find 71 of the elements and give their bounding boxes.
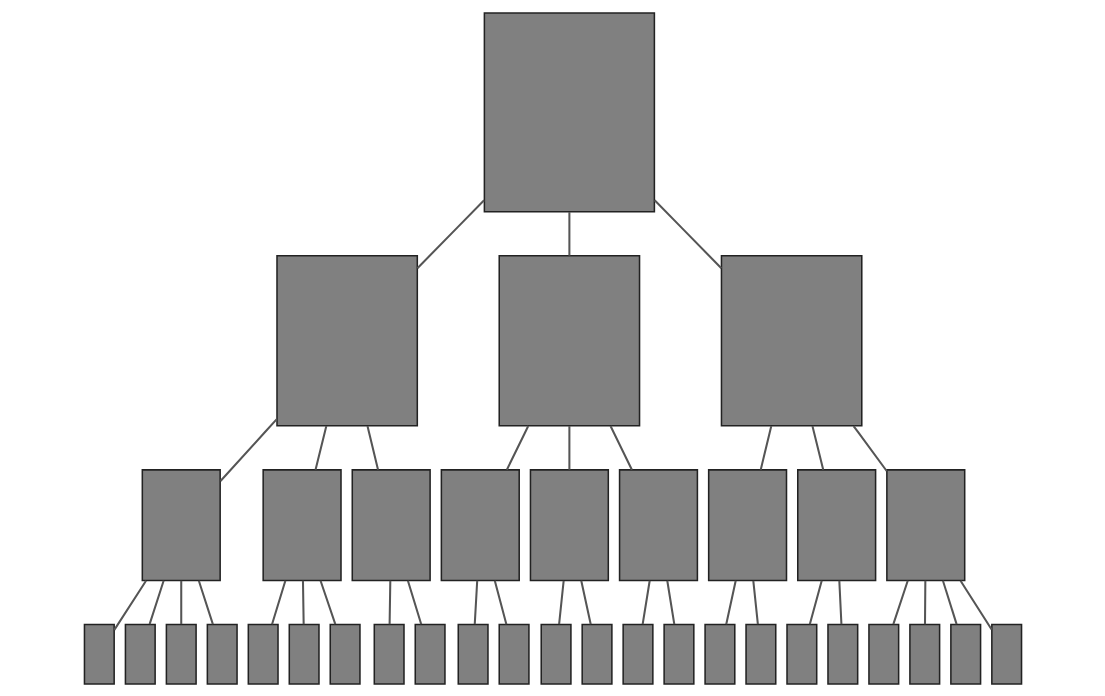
connector [416, 199, 485, 269]
node-box [908, 623, 940, 685]
connector [653, 199, 722, 269]
node-box [785, 623, 817, 685]
node-box [288, 623, 320, 685]
node-box [373, 623, 405, 685]
node-box [580, 623, 613, 685]
connector [179, 580, 182, 624]
node-box [329, 623, 361, 685]
connector [270, 580, 286, 624]
node-box [497, 623, 530, 685]
connector [406, 580, 422, 624]
node-box [720, 254, 863, 427]
node-box [124, 623, 156, 685]
connector [808, 580, 823, 624]
connector [923, 580, 926, 624]
node-box [885, 468, 965, 581]
node-box [529, 468, 609, 581]
connector [493, 580, 507, 624]
node-box [351, 468, 431, 581]
connector [751, 580, 759, 624]
connector [641, 580, 651, 624]
node-box [440, 468, 520, 581]
node-box [707, 468, 787, 581]
connector [473, 580, 478, 624]
node-box [414, 623, 446, 685]
connector [852, 424, 887, 472]
node-box [539, 623, 572, 685]
node-box [275, 254, 418, 427]
node-box [621, 623, 654, 685]
connector [366, 425, 379, 470]
connector [197, 579, 214, 624]
node-box [744, 623, 776, 685]
connector [959, 579, 992, 630]
connector [314, 425, 327, 470]
connector [837, 580, 842, 624]
node-box [703, 623, 736, 685]
connector [219, 417, 278, 482]
node-box [141, 468, 221, 581]
node-box [165, 623, 197, 685]
connector [567, 211, 570, 256]
node-box [247, 623, 279, 685]
connector [557, 580, 565, 624]
connector [148, 579, 165, 624]
connector [112, 579, 147, 630]
connector [505, 425, 529, 470]
node-box [206, 623, 238, 685]
node-box [261, 468, 342, 581]
node-box [457, 623, 489, 685]
connector [609, 425, 633, 470]
node-box [83, 623, 115, 685]
connector [665, 580, 675, 624]
node-box [867, 623, 899, 685]
node-box [990, 623, 1022, 685]
connector [759, 425, 772, 470]
node-box [796, 468, 876, 581]
node-box [662, 623, 695, 685]
node-box [949, 623, 981, 685]
node-box [497, 254, 640, 427]
connector [810, 425, 824, 470]
connector [579, 580, 592, 624]
node-box [826, 623, 858, 685]
node-box [618, 468, 698, 581]
connector [301, 580, 305, 624]
connector [319, 579, 336, 624]
connector [724, 580, 737, 624]
node-box [483, 11, 655, 213]
connector [891, 579, 909, 624]
connector [388, 580, 391, 624]
connector [941, 579, 958, 624]
connector [567, 425, 570, 470]
